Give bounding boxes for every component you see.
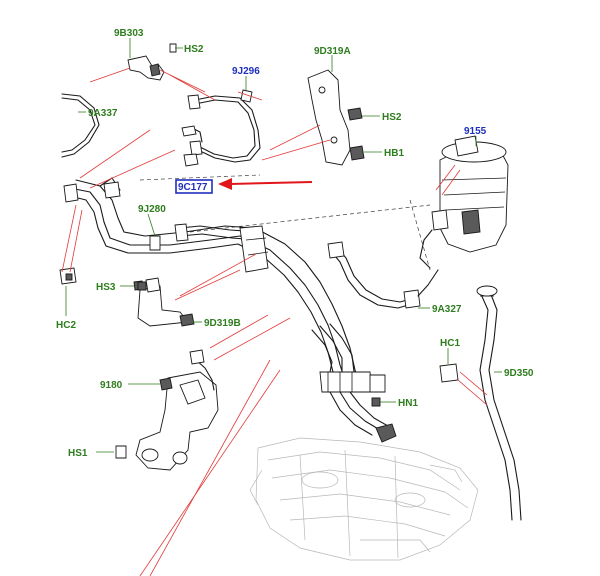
green-leader-lines — [65, 38, 502, 453]
filler-pipe — [476, 285, 522, 521]
label-9a337: 9A337 — [88, 108, 118, 119]
label-hn1: HN1 — [398, 398, 418, 409]
fuel-filter-module — [419, 135, 509, 269]
label-hc2: HC2 — [56, 320, 76, 331]
label-9a327: 9A327 — [432, 304, 462, 315]
label-9b303: 9B303 — [114, 28, 144, 39]
fuel-hose-bundle — [61, 89, 439, 443]
callout-arrow-head — [218, 178, 232, 190]
label-hs2-right: HS2 — [382, 112, 402, 123]
label-9155: 9155 — [464, 126, 487, 137]
label-hb1: HB1 — [384, 148, 404, 159]
callout-arrow-shaft — [229, 181, 313, 185]
label-9j296: 9J296 — [232, 66, 260, 77]
label-hs3: HS3 — [96, 282, 116, 293]
dashed-reference-lines — [139, 174, 431, 271]
fastener-parts — [59, 43, 459, 459]
label-9d319b: 9D319B — [204, 318, 241, 329]
red-leader-lines — [61, 67, 488, 576]
label-9180: 9180 — [100, 380, 123, 391]
label-9c177: 9C177 — [178, 182, 208, 193]
label-9d350: 9D350 — [504, 368, 534, 379]
bracket-9d319a — [307, 69, 365, 166]
label-hs2-top: HS2 — [184, 44, 204, 55]
highlight-callout — [175, 178, 313, 194]
fuel-tank-ghost — [249, 437, 479, 561]
label-hs1: HS1 — [68, 448, 88, 459]
part-labels: 9B303 HS2 9J296 9D319A 9A337 HS2 HB1 915… — [56, 28, 534, 459]
label-9d319a: 9D319A — [314, 46, 351, 57]
pump-bracket-9180 — [135, 349, 219, 471]
label-hc1: HC1 — [440, 338, 460, 349]
bracket-9d319b — [133, 277, 195, 327]
highlight-box — [175, 179, 213, 194]
label-9j280: 9J280 — [138, 204, 166, 215]
